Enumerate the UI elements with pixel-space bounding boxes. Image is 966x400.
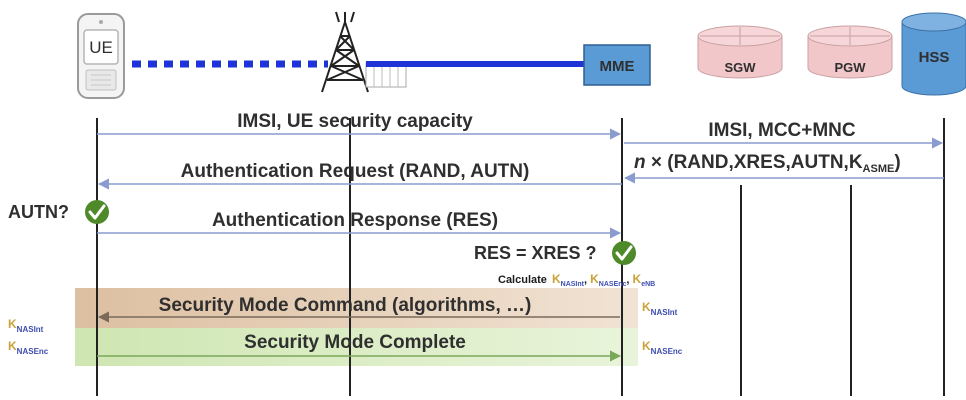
auth-vector-body: × (RAND,XRES,AUTN,K [646, 152, 863, 173]
calc-comma-1: , [584, 274, 587, 286]
calc-k-nasint-sub: NASInt [561, 281, 585, 288]
auth-vector-label: n × (RAND,XRES,AUTN,KASME) [634, 152, 901, 175]
sgw-label: SGW [724, 60, 756, 75]
calculate-word: Calculate [498, 274, 547, 286]
autn-check-label: AUTN? [8, 202, 69, 222]
ue-k-nasint-sub: NASInt [17, 325, 44, 334]
mme-k-nasint: KNASInt [642, 300, 678, 317]
mme-k-nasenc-k: K [642, 339, 651, 353]
auth-vector-sub: ASME [863, 163, 895, 175]
imsi-capacity-label: IMSI, UE security capacity [237, 111, 473, 132]
security-mode-command-band [75, 288, 638, 328]
calc-k-enb: K [633, 272, 642, 286]
hss-label: HSS [919, 49, 950, 66]
autn-checkmark-icon [85, 200, 109, 224]
auth-vector-close: ) [894, 152, 900, 173]
mme-k-nasenc-sub: NASEnc [651, 347, 683, 356]
calc-k-nasint: K [552, 272, 561, 286]
ue-k-nasint: KNASInt [8, 317, 44, 334]
res-checkmark-icon [612, 241, 636, 265]
mme-k-nasenc: KNASEnc [642, 339, 683, 356]
calc-k-enb-sub: eNB [641, 281, 655, 288]
sgw-cylinder: SGW [697, 25, 783, 79]
security-mode-complete-label: Security Mode Complete [244, 332, 466, 353]
auth-request-label: Authentication Request (RAND, AUTN) [181, 161, 530, 182]
ue-k-nasint-k: K [8, 317, 17, 331]
imsi-mcc-mnc-label: IMSI, MCC+MNC [708, 120, 856, 141]
pgw-label: PGW [834, 60, 866, 75]
auth-vector-n: n [634, 152, 646, 173]
ue-k-nasenc-k: K [8, 339, 17, 353]
mme-label: MME [600, 58, 635, 75]
pgw-cylinder: PGW [807, 25, 893, 79]
ue-label: UE [89, 38, 113, 57]
calc-k-nasenc: K [590, 272, 599, 286]
ue-k-nasenc: KNASEnc [8, 339, 49, 356]
mme-box: MME [583, 44, 651, 86]
calc-comma-2: , [626, 274, 629, 286]
hss-cylinder: HSS [901, 12, 966, 96]
res-check-label: RES = XRES ? [474, 243, 597, 263]
ue-k-nasenc-sub: NASEnc [17, 347, 49, 356]
calc-k-nasenc-sub: NASEnc [599, 281, 627, 288]
ue-phone-icon: UE [77, 13, 125, 99]
mme-k-nasint-sub: NASInt [651, 308, 678, 317]
auth-response-label: Authentication Response (RES) [212, 210, 498, 231]
security-mode-complete-band [75, 328, 638, 366]
mme-k-nasint-k: K [642, 300, 651, 314]
security-mode-command-label: Security Mode Command (algorithms, …) [159, 295, 532, 316]
calculate-keys-label: Calculate KNASInt, KNASEnc, KeNB [498, 272, 655, 288]
enb-tower-icon [321, 11, 369, 93]
